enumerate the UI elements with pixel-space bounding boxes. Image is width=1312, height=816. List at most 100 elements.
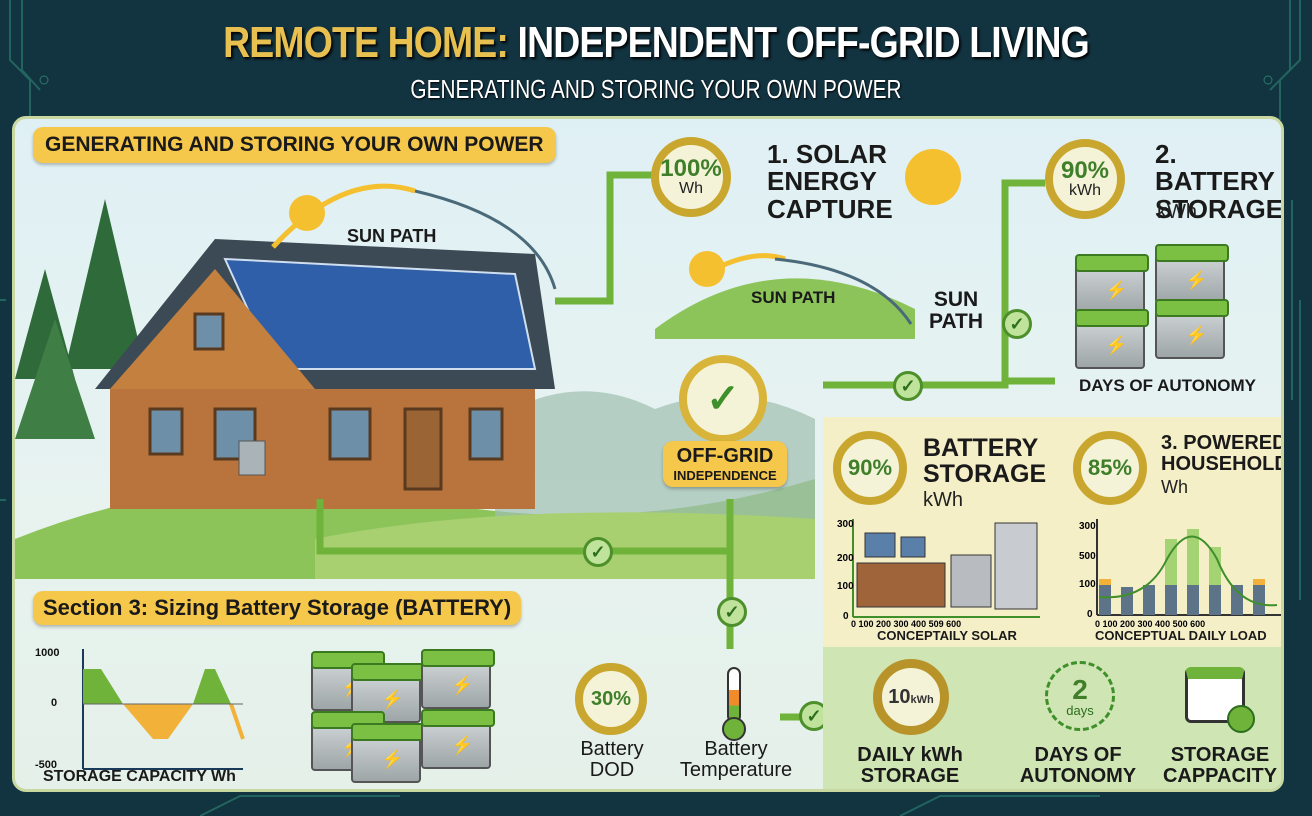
daily-label-line: STORAGE: [860, 765, 960, 787]
battery-mid-title-line: STORAGE: [923, 460, 1047, 489]
battery-icon: ⚡: [1075, 309, 1149, 369]
svg-text:100: 100: [837, 581, 854, 592]
sun-path-inner: SUN PATH: [751, 288, 836, 307]
main-panel: GENERATING AND STORING YOUR OWN POWER SU…: [12, 116, 1284, 792]
battery-top-title-line: 2. BATTERY: [1155, 139, 1275, 197]
household-title-line: 3. POWERED: [1161, 432, 1284, 454]
appliance-chart: 300 200 100 0 0 100 200 300 400 509 600: [837, 519, 1040, 629]
svg-text:300: 300: [837, 519, 854, 530]
thermometer-badge-icon: [1227, 705, 1255, 733]
capacity-label: STORAGE CAPPACITY: [1155, 744, 1281, 787]
offgrid-line: OFF-GRID: [676, 445, 774, 467]
solar-gauge: 100% Wh: [651, 137, 731, 217]
storage-ytick: 0: [51, 697, 58, 709]
title-rest: INDEPENDENT OFF-GRID LIVING: [517, 18, 1090, 67]
battery-icon: ⚡: [351, 723, 425, 783]
daily-label: DAILY kWh STORAGE: [845, 745, 975, 787]
temperature-label: Battery Temperature: [671, 739, 801, 781]
battery-top-gauge: 90% kWh: [1045, 139, 1125, 219]
capacity-label-line: CAPPACITY: [1162, 765, 1278, 787]
autonomy-label-line: DAYS OF: [1034, 744, 1122, 766]
section3-tag: Section 3: Sizing Battery Storage (BATTE…: [33, 591, 522, 625]
check-icon: ✓: [1002, 309, 1032, 339]
landscape-illustration: [15, 149, 1055, 770]
battery-icon: ⚡: [351, 663, 425, 723]
title-highlight: REMOTE HOME:: [223, 18, 509, 67]
battery-mid-title: BATTERY STORAGE: [923, 435, 1046, 488]
household-title-line: HOUSEHOLD: [1161, 453, 1284, 475]
solar-title-line: ENERGY: [767, 166, 877, 197]
svg-text:100: 100: [1079, 579, 1096, 590]
daily-value: 10: [888, 686, 911, 708]
offgrid-check-icon: ✓: [679, 355, 767, 443]
svg-text:500: 500: [1079, 551, 1096, 562]
sun-path-side-line: PATH: [929, 310, 984, 334]
battery-top-sub: kWh: [1157, 201, 1197, 223]
page-title: REMOTE HOME: INDEPENDENT OFF-GRID LIVING: [98, 18, 1213, 68]
dod-label-line: Battery: [580, 738, 644, 760]
svg-text:300: 300: [1079, 521, 1096, 532]
battery-icon: ⚡: [421, 709, 495, 769]
battery-mid-sub: kWh: [923, 489, 963, 511]
daily-gauge: 10kWh: [873, 659, 949, 735]
battery-mid-chart-caption: CONCEPTAILY SOLAR: [877, 628, 1017, 643]
autonomy-value: 2: [1072, 673, 1088, 705]
dod-pct: 30%: [590, 688, 632, 710]
autonomy-unit: days: [1066, 702, 1094, 718]
autonomy-label: DAYS OF AUTONOMY: [1013, 745, 1143, 787]
svg-text:0: 0: [843, 611, 849, 622]
battery-top-title-line: STORAGE: [1155, 193, 1284, 224]
temperature-label-line: Battery: [704, 738, 768, 760]
top-section-tag: GENERATING AND STORING YOUR OWN POWER: [33, 127, 556, 163]
battery-mid-gauge: 90%: [833, 431, 907, 505]
sun-path-side: SUN PATH: [929, 288, 984, 334]
storage-ytick: -500: [35, 759, 58, 771]
sun-path-label: SUN PATH: [347, 226, 437, 246]
days-of-autonomy-label: DAYS OF AUTONOMY: [1079, 376, 1256, 395]
solar-pct: 100%: [660, 155, 722, 182]
solar-unit: Wh: [679, 180, 703, 197]
check-icon: ✓: [717, 597, 747, 627]
household-chart-caption: CONCEPTUAL DAILY LOAD: [1095, 628, 1267, 643]
thermometer-icon: [727, 667, 741, 723]
svg-text:200: 200: [837, 553, 854, 564]
battery-top-pct: 90%: [1060, 157, 1110, 184]
solar-title-line: 1. SOLAR: [767, 139, 887, 169]
battery-icon: ⚡: [421, 649, 495, 709]
autonomy-cycle-icon: 2 days: [1045, 661, 1115, 731]
storage-chart-caption: STORAGE CAPACITY Wh: [43, 768, 236, 785]
dod-gauge: 30%: [575, 663, 647, 735]
household-sub: Wh: [1161, 477, 1188, 497]
thermometer-bulb: [722, 717, 746, 741]
check-icon: ✓: [893, 371, 923, 401]
page-subtitle: GENERATING AND STORING YOUR OWN POWER: [410, 74, 902, 104]
offgrid-badge: OFF-GRID INDEPENDENCE: [663, 441, 787, 487]
daily-load-chart: 300 500 100 0 0 100 200 300 400 500 600: [1079, 519, 1281, 629]
solar-title: 1. SOLAR ENERGY CAPTURE: [767, 139, 893, 224]
dod-label-line: DOD: [589, 759, 635, 781]
svg-text:0 100 200 300 400 509 6: 0 100 200 300 400 509 600: [851, 619, 961, 629]
temperature-label-line: Temperature: [679, 759, 793, 781]
dod-label: Battery DOD: [571, 739, 653, 781]
daily-label-line: DAILY kWh: [857, 744, 963, 766]
household-gauge: 85%: [1073, 431, 1147, 505]
household-pct: 85%: [1087, 455, 1133, 480]
svg-text:0: 0: [1087, 609, 1093, 620]
offgrid-line: INDEPENDENCE: [673, 468, 777, 483]
battery-icon: ⚡: [1155, 299, 1229, 359]
check-icon: ✓: [583, 537, 613, 567]
battery-icon: ⚡: [1155, 244, 1229, 304]
svg-text:0 100 200 300 400 500 6: 0 100 200 300 400 500 600: [1095, 619, 1205, 629]
battery-mid-title-line: BATTERY: [923, 434, 1039, 462]
storage-ytick: 1000: [35, 647, 60, 659]
autonomy-label-line: AUTONOMY: [1019, 765, 1137, 787]
household-title: 3. POWERED HOUSEHOLD: [1161, 432, 1284, 475]
sun-path-side-line: SUN: [933, 288, 979, 311]
battery-mid-pct: 90%: [847, 455, 893, 480]
daily-unit: kWh: [910, 694, 934, 706]
battery-top-title: 2. BATTERY STORAGE: [1155, 139, 1284, 224]
capacity-label-line: STORAGE: [1170, 744, 1270, 766]
battery-icon: ⚡: [1075, 254, 1149, 314]
solar-title-line: CAPTURE: [767, 193, 893, 224]
battery-top-unit: kWh: [1069, 182, 1101, 199]
